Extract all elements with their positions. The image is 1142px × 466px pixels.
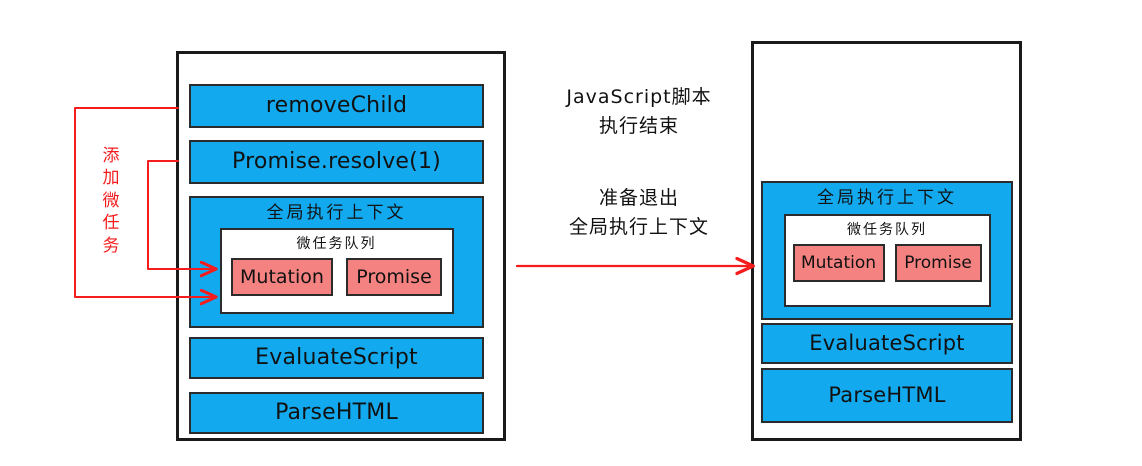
annotation-char: 添 — [102, 146, 120, 166]
microtask-queue-items: Mutation Promise — [231, 258, 442, 296]
annotation-char: 微 — [102, 190, 120, 211]
annotation-char: 加 — [102, 168, 120, 189]
global-execution-context-label: 全局执行上下文 — [266, 203, 407, 223]
microtask-chip-promise[interactable]: Promise — [346, 258, 442, 296]
stack-frame-evaluatescript[interactable]: EvaluateScript — [189, 337, 484, 379]
annotation-char: 务 — [102, 235, 120, 256]
microtask-chip-mutation[interactable]: Mutation — [792, 244, 885, 282]
microtask-chip-mutation[interactable]: Mutation — [231, 258, 333, 296]
microtask-chip-label: Mutation — [800, 252, 877, 273]
right-stack-frame-parsehtml[interactable]: ParseHTML — [761, 368, 1013, 423]
right-stack-frame-evaluatescript[interactable]: EvaluateScript — [761, 323, 1013, 364]
center-note-script-finished: JavaScript脚本 执行结束 — [566, 86, 712, 138]
stack-frame-removechild[interactable]: removeChild — [189, 84, 484, 128]
microtask-queue: 微任务队列 Mutation Promise — [219, 228, 454, 314]
stack-frame-label: EvaluateScript — [255, 345, 418, 370]
microtask-chip-label: Promise — [904, 252, 972, 273]
microtask-chip-label: Mutation — [240, 265, 324, 288]
microtask-queue-label: 微任务队列 — [847, 222, 927, 238]
microtask-queue-items: Mutation Promise — [792, 244, 982, 282]
center-note-exit-global-context: 准备退出 全局执行上下文 — [568, 187, 709, 239]
stack-frame-label: ParseHTML — [828, 383, 946, 407]
microtask-chip-promise[interactable]: Promise — [894, 244, 982, 282]
right-stack-frame-global-execution-context[interactable]: 全局执行上下文 微任务队列 Mutation Promise — [761, 181, 1013, 320]
stack-frame-label: ParseHTML — [275, 400, 398, 425]
microtask-queue-label: 微任务队列 — [296, 236, 377, 252]
global-execution-context-label: 全局执行上下文 — [817, 188, 957, 208]
stack-frame-label: Promise.resolve(1) — [232, 149, 441, 174]
stack-frame-global-execution-context[interactable]: 全局执行上下文 微任务队列 Mutation Promise — [189, 196, 484, 328]
annotation-char: 任 — [102, 213, 120, 234]
stack-frame-label: removeChild — [265, 93, 408, 118]
stack-frame-promise-resolve[interactable]: Promise.resolve(1) — [189, 140, 484, 184]
microtask-queue: 微任务队列 Mutation Promise — [783, 214, 991, 307]
add-microtask-annotation: 添 加 微 任 务 — [96, 145, 126, 257]
stack-frame-label: EvaluateScript — [809, 331, 965, 355]
stack-frame-parsehtml[interactable]: ParseHTML — [189, 392, 484, 434]
microtask-chip-label: Promise — [356, 265, 432, 288]
